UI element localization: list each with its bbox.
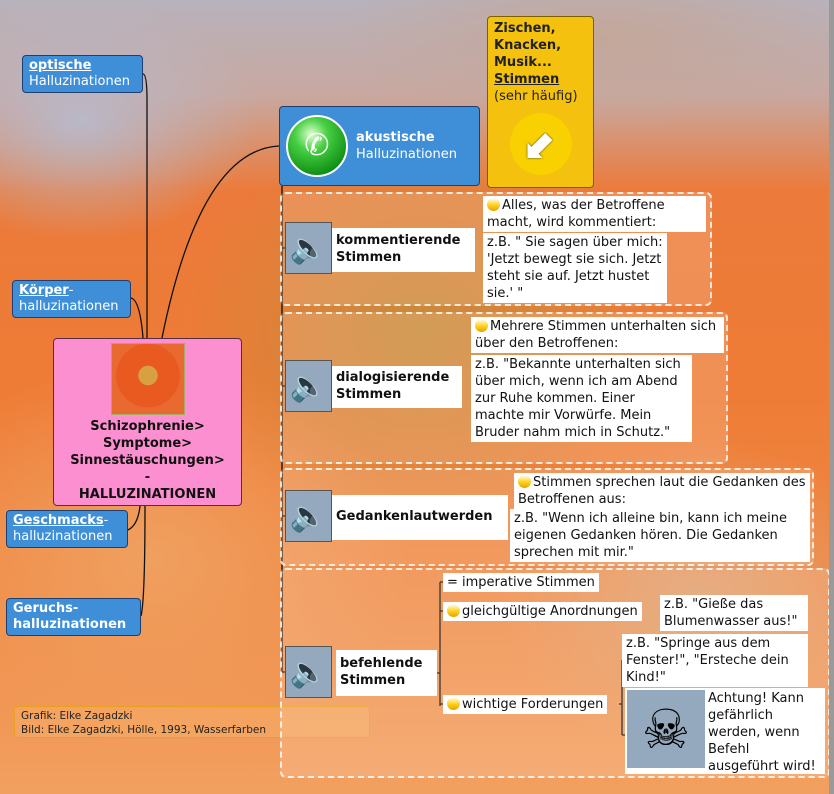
branch-label: kommentierende [336, 233, 461, 248]
note: = imperative Stimmen [443, 573, 599, 592]
warning-note: ☠ Achtung! Kann gefährlich werden, wenn … [625, 688, 825, 774]
subnode-wichtige-forderungen[interactable]: wichtige Forderungen [443, 695, 608, 714]
node-title: Geschmacks [13, 513, 104, 528]
callout-line: Zischen, [494, 21, 556, 36]
sun-bullet-icon [447, 604, 460, 617]
branch-label: Stimmen [336, 250, 402, 265]
example: z.B. "Wenn ich alleine bin, kann ich mei… [510, 509, 810, 562]
branch-label: Stimmen [336, 387, 402, 402]
credit-line: Bild: Elke Zagadzki, Hölle, 1993, Wasser… [21, 724, 266, 736]
note: Alles, was der Betroffene macht, wird ko… [483, 196, 706, 232]
arrow-down-left-icon: ⬋ [509, 113, 572, 175]
example-text: z.B. " Sie sagen über mich: 'Jetzt beweg… [487, 235, 663, 301]
branch-label: befehlende [340, 656, 423, 671]
speaker-icon: 🔈 [285, 490, 332, 542]
callout-line: Musik... [494, 55, 552, 70]
node-koerperhalluzinationen[interactable]: Körper-halluzinationen [12, 280, 131, 318]
central-title-line: - [144, 470, 151, 485]
node-subtitle: halluzinationen [13, 617, 127, 632]
skull-crossbones-icon: ☠ [627, 690, 705, 768]
central-node[interactable]: Schizophrenie> Symptome> Sinnestäuschung… [53, 338, 242, 506]
node-subtitle: Halluzinationen [356, 147, 457, 162]
sun-bullet-icon [447, 697, 460, 710]
speaker-icon: 🔈 [285, 646, 332, 698]
phone-icon: ✆ [286, 115, 348, 177]
example-text: z.B. "Springe aus dem Fenster!", "Erstec… [626, 636, 789, 685]
branch-label: Gedankenlautwerden [336, 509, 493, 524]
credit-line: Grafik: Elke Zagadzki [21, 710, 133, 722]
node-title: akustische [356, 130, 435, 145]
node-title: Geruchs- [13, 601, 79, 616]
callout-line: (sehr häufig) [494, 89, 578, 104]
note: Mehrere Stimmen unterhalten sich über de… [471, 317, 724, 353]
subnode-label: gleichgültige Anordnungen [462, 604, 638, 619]
example: z.B. "Bekannte unterhalten sich über mic… [471, 355, 692, 442]
window-edge [829, 0, 834, 794]
node-title: optische [29, 58, 92, 73]
node-subtitle: halluzinationen [13, 529, 113, 544]
subnode-label: wichtige Forderungen [462, 697, 604, 712]
sun-bullet-icon [518, 475, 531, 488]
example: z.B. "Springe aus dem Fenster!", "Erstec… [622, 634, 808, 687]
example: z.B. "Gieße das Blumenwasser aus!" [660, 595, 808, 631]
speaker-icon: 🔈 [285, 222, 332, 274]
painting-thumbnail [110, 343, 185, 415]
node-subtitle: halluzinationen [19, 299, 119, 314]
callout-note: Zischen, Knacken, Musik... Stimmen (sehr… [487, 16, 594, 188]
branch-label: Stimmen [340, 673, 406, 688]
note-text: = imperative Stimmen [447, 575, 595, 590]
example-text: z.B. "Gieße das Blumenwasser aus!" [664, 597, 798, 629]
speaker-icon: 🔈 [285, 360, 332, 412]
callout-line: Knacken, [494, 38, 562, 53]
central-title-line: Schizophrenie> [90, 419, 205, 434]
branch-label: dialogisierende [336, 370, 450, 385]
subnode-gleichgueltige-anordnungen[interactable]: gleichgültige Anordnungen [443, 602, 642, 621]
note-text: Alles, was der Betroffene macht, wird ko… [487, 198, 665, 230]
example: z.B. " Sie sagen über mich: 'Jetzt beweg… [483, 233, 667, 303]
note: Stimmen sprechen laut die Gedanken des B… [514, 473, 810, 509]
note-text: Mehrere Stimmen unterhalten sich über de… [475, 319, 717, 351]
node-title: Körper [19, 283, 69, 298]
callout-line: Stimmen [494, 72, 560, 87]
example-text: z.B. "Bekannte unterhalten sich über mic… [475, 357, 681, 440]
node-subtitle: Halluzinationen [29, 74, 130, 89]
node-geruchshalluzinationen[interactable]: Geruchs-halluzinationen [6, 598, 141, 636]
example-text: z.B. "Wenn ich alleine bin, kann ich mei… [514, 511, 788, 560]
branch-gedankenlautwerden[interactable]: Gedankenlautwerden [332, 495, 508, 540]
sun-bullet-icon [475, 319, 488, 332]
central-title-line: Symptome> [102, 436, 193, 451]
credits-box: Grafik: Elke Zagadzki Bild: Elke Zagadzk… [14, 706, 370, 738]
central-title-line: Sinnestäuschungen> [70, 453, 225, 468]
note-text: Stimmen sprechen laut die Gedanken des B… [518, 475, 806, 507]
node-geschmackshalluzinationen[interactable]: Geschmacks-halluzinationen [6, 510, 128, 548]
sun-bullet-icon [487, 198, 500, 211]
central-title-line: HALLUZINATIONEN [78, 487, 217, 502]
warning-text: Achtung! Kann gefährlich werden, wenn Be… [708, 691, 816, 774]
